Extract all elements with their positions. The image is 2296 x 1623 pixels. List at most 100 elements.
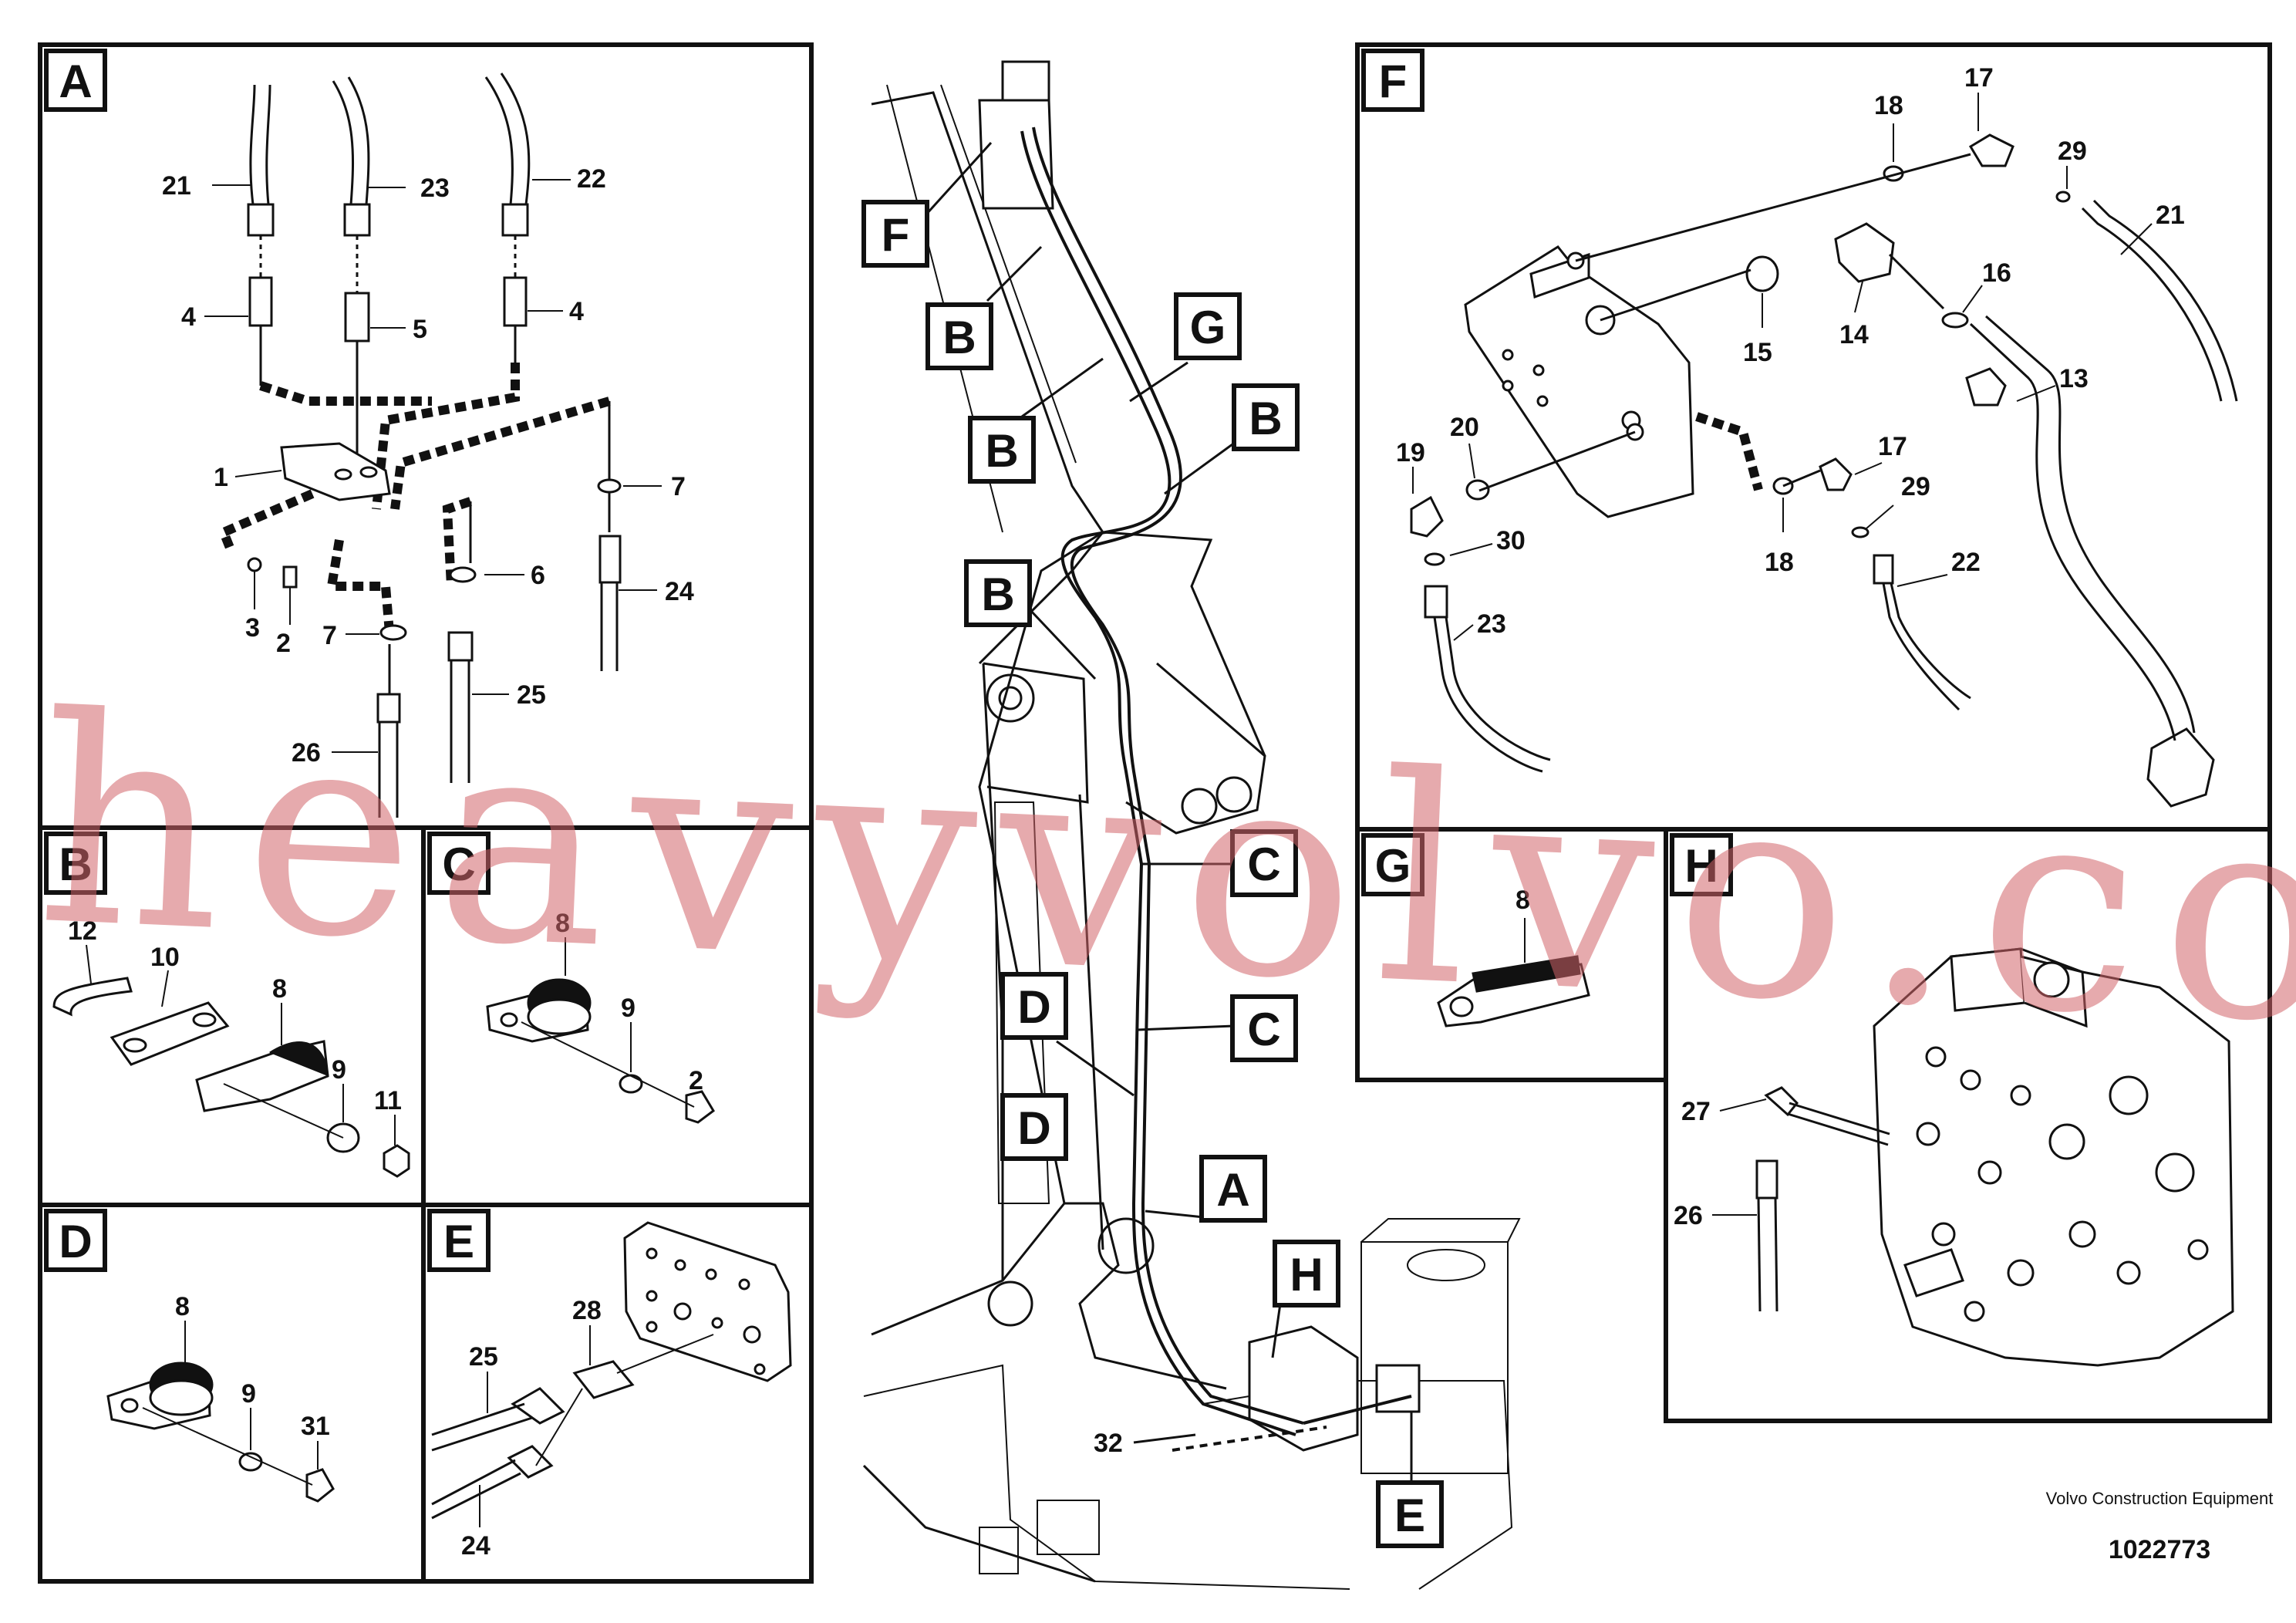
callout: 8	[175, 1292, 190, 1321]
panel-a-letter: A	[59, 56, 92, 107]
panel-a-callouts: 21 23 22 4 5 4 1 7 6 24 3 2 7 25 26	[162, 164, 694, 768]
panel-g: G 8	[1361, 833, 1590, 1027]
panel-b-letter: B	[59, 838, 92, 890]
callout: 18	[1765, 548, 1794, 577]
callout: 31	[301, 1412, 330, 1441]
location-tag: C	[1247, 838, 1280, 890]
plate-10	[110, 1001, 230, 1066]
location-tag: D	[1017, 1102, 1050, 1154]
panel-h-letter: H	[1684, 840, 1718, 892]
location-tag: G	[1190, 302, 1226, 353]
callout: 29	[2058, 137, 2087, 166]
location-tag: B	[1249, 393, 1282, 444]
location-tag: H	[1290, 1249, 1323, 1301]
fitting-28	[572, 1360, 635, 1399]
location-tag: B	[985, 425, 1018, 477]
callout: 8	[1515, 886, 1530, 915]
callout: 24	[665, 577, 694, 606]
callout: 11	[374, 1086, 402, 1115]
right-panel-grid	[1355, 42, 2272, 1423]
location-tag: B	[981, 569, 1014, 620]
callout: 2	[689, 1066, 703, 1095]
callout: 22	[1951, 548, 1981, 577]
callout: 17	[1878, 432, 1907, 461]
callout: 4	[181, 302, 196, 332]
location-tag: D	[1017, 981, 1050, 1033]
bolt-31	[305, 1468, 335, 1503]
panel-d: D 8 9 31	[44, 1209, 335, 1503]
main-view-boom	[862, 60, 1521, 1590]
callout: 9	[621, 994, 636, 1023]
callout: 7	[671, 472, 686, 501]
hose-22	[484, 76, 514, 205]
u-bolt-12	[52, 977, 133, 1017]
callout: 14	[1839, 320, 1869, 349]
callout: 10	[150, 943, 180, 972]
callout: 22	[577, 164, 606, 194]
drawing-number: 1022773	[2108, 1535, 2211, 1564]
panel-f: F	[1361, 49, 2238, 808]
hose-23	[332, 80, 355, 205]
callout: 27	[1681, 1097, 1711, 1126]
panel-e-callouts: 28 25 24	[461, 1296, 602, 1561]
callout: 12	[68, 916, 97, 946]
location-tag: C	[1247, 1004, 1280, 1055]
callout: 19	[1396, 438, 1425, 467]
nut-11	[383, 1144, 410, 1178]
control-valve-h	[1755, 947, 2234, 1367]
panel-h-callouts: 27 26	[1674, 1097, 1711, 1230]
valve-block	[1464, 245, 1694, 518]
location-tag: A	[1216, 1164, 1249, 1216]
callout: 6	[531, 561, 545, 590]
panel-c-callouts: 8 9 2	[555, 909, 703, 1095]
callout: 21	[162, 171, 191, 201]
panel-f-frame	[1355, 42, 2272, 832]
washer-9	[619, 1074, 643, 1094]
callout: 16	[1982, 258, 2011, 288]
callout: 23	[420, 174, 450, 203]
location-tag: F	[882, 209, 910, 261]
location-tag: E	[1394, 1490, 1425, 1541]
callout: 4	[569, 297, 584, 326]
callout: 21	[2156, 201, 2185, 230]
callout: 26	[292, 738, 321, 768]
callout: 30	[1496, 526, 1526, 555]
panel-b: B 12 10 8 9 11	[44, 832, 410, 1178]
panel-f-letter: F	[1379, 56, 1408, 107]
callout: 24	[461, 1531, 491, 1561]
panel-c: C 8 9 2	[427, 832, 715, 1124]
panel-e-letter: E	[443, 1216, 474, 1267]
callout: 18	[1874, 91, 1903, 120]
left-panel-grid	[38, 42, 814, 1584]
callout: 25	[469, 1342, 498, 1372]
callout: 23	[1477, 609, 1506, 639]
callout: 3	[245, 613, 260, 643]
manifold-block	[623, 1221, 792, 1382]
hose-bundle	[1020, 130, 1296, 1436]
panel-g-letter: G	[1375, 840, 1411, 892]
callout: 28	[572, 1296, 602, 1325]
bolt-2	[685, 1090, 715, 1124]
panel-d-callouts: 8 9 31	[175, 1292, 330, 1441]
company-name: Volvo Construction Equipment	[2045, 1489, 2274, 1508]
callout: 1	[214, 463, 228, 492]
callout: 25	[517, 680, 546, 710]
callout: 15	[1743, 338, 1772, 367]
callout: 17	[1964, 63, 1994, 93]
flange-13	[2146, 727, 2215, 808]
panel-h-frame	[1664, 827, 2272, 1423]
callout: 20	[1450, 413, 1479, 442]
callout: 9	[332, 1055, 346, 1085]
panel-a: A	[44, 49, 694, 818]
panel-d-letter: D	[59, 1216, 92, 1267]
panel-b-callouts: 12 10 8 9 11	[68, 916, 402, 1115]
callout: 13	[2059, 364, 2089, 393]
callout: 5	[413, 315, 427, 344]
panel-h: H 27 26	[1670, 833, 2234, 1367]
hose-21	[249, 84, 256, 205]
panel-e: E 28 25 24	[427, 1209, 792, 1561]
callout: 26	[1674, 1201, 1703, 1230]
main-view-tags: F B G B B B C D C D A H E 32	[861, 141, 1444, 1548]
